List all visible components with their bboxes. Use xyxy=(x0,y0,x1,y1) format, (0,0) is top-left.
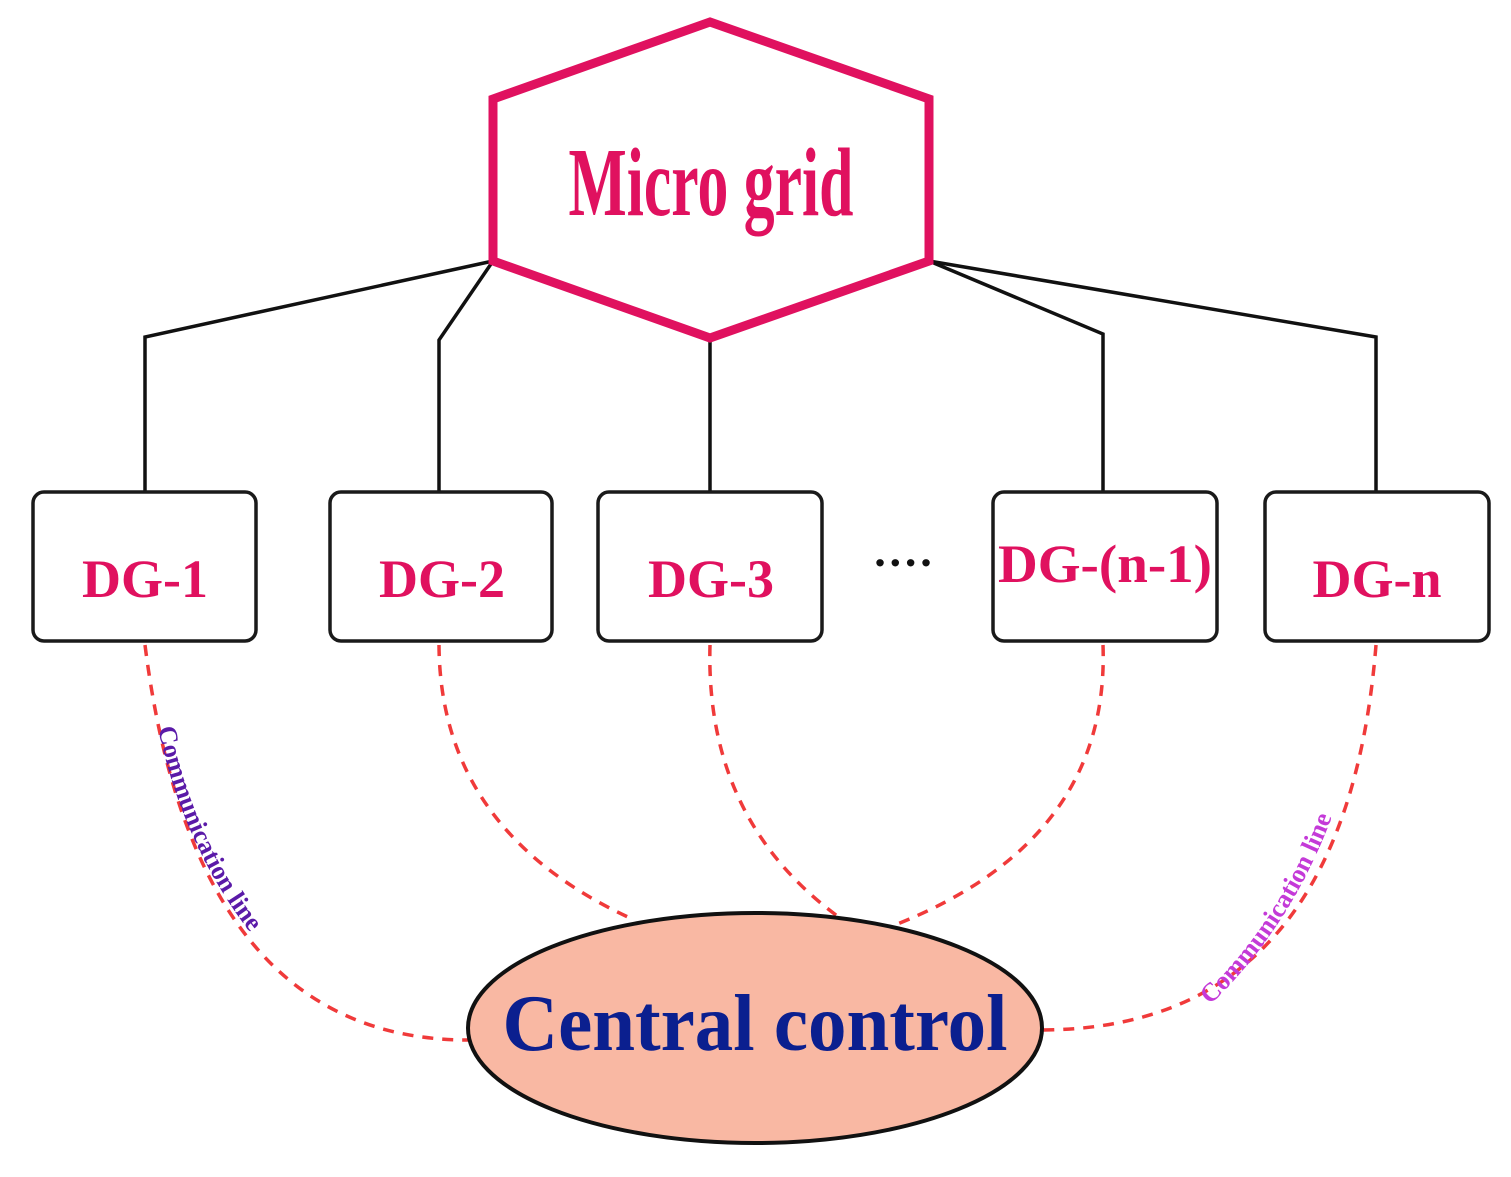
power-line-dg-n xyxy=(928,259,1378,492)
power-lines xyxy=(143,259,1378,492)
hexagon-shape xyxy=(488,17,934,343)
central-control: Central control xyxy=(466,911,1044,1145)
dg-node-n-1: DG-(n-1) xyxy=(991,490,1219,643)
dg-label: DG-2 xyxy=(379,549,505,609)
dg-label: DG-1 xyxy=(82,549,208,609)
power-line-dg-n-1 xyxy=(928,259,1105,492)
dg-node-2: DG-2 xyxy=(328,490,554,643)
communication-lines xyxy=(143,644,1378,1042)
micro-grid-hub: Micro grid xyxy=(488,17,934,343)
dg-label: DG-(n-1) xyxy=(998,534,1212,594)
central-control-ellipse xyxy=(466,911,1044,1145)
micro-grid-label: Micro grid xyxy=(569,129,854,237)
dg-box xyxy=(991,490,1219,643)
communication-label-left: Communication line xyxy=(152,723,268,936)
central-control-label: Central control xyxy=(503,980,1008,1068)
dg-node-3: DG-3 xyxy=(596,490,824,643)
dg-node-n: DG-n xyxy=(1263,490,1491,643)
ellipsis: ···· xyxy=(872,537,933,588)
comm-line-dg-n-1 xyxy=(894,644,1105,927)
dg-node-1: DG-1 xyxy=(31,490,258,643)
comm-line-dg-3 xyxy=(708,644,842,920)
power-line-dg-2 xyxy=(437,260,495,492)
comm-line-dg-1 xyxy=(143,644,469,1042)
dg-label: DG-n xyxy=(1312,549,1441,609)
dg-box xyxy=(596,490,824,643)
power-line-dg-1 xyxy=(143,259,494,492)
dg-box xyxy=(1263,490,1491,643)
comm-line-dg-n xyxy=(1039,644,1378,1032)
dg-label: DG-3 xyxy=(648,549,774,609)
dg-box xyxy=(31,490,258,643)
communication-label-right: Communication line xyxy=(1194,809,1338,1010)
dg-box xyxy=(328,490,554,643)
comm-line-dg-2 xyxy=(437,644,631,920)
